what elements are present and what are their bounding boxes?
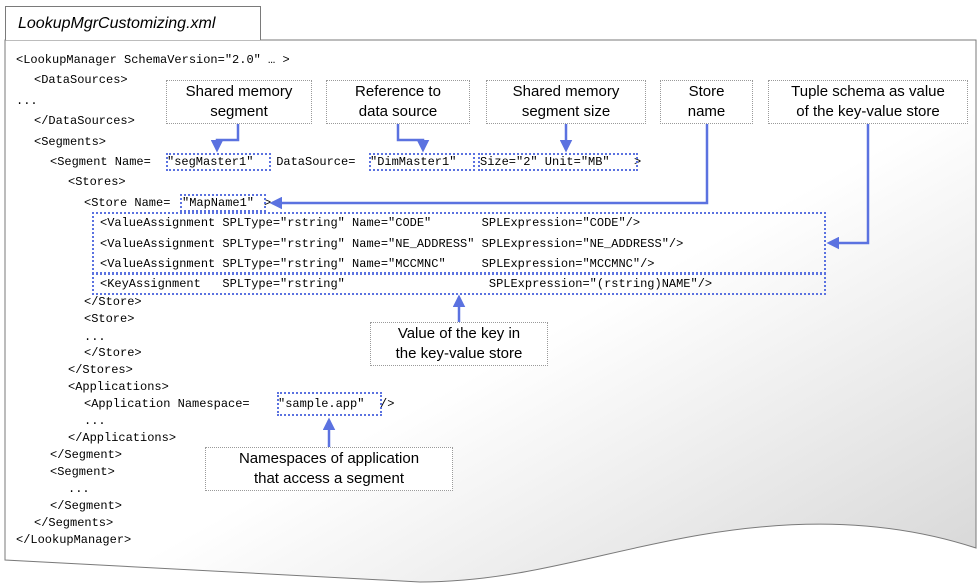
code-line: ... [84,330,106,344]
segment-name-value: "segMaster1" [167,155,254,169]
callout-line: the key-value store [395,345,523,362]
code-line: /> [380,397,395,411]
callout-line: of the key-value store [796,103,940,120]
code-line: </DataSources> [34,114,135,128]
code-line: <Store Name= [84,196,171,210]
callout-line: segment size [521,103,611,120]
file-tab-title: LookupMgrCustomizing.xml [18,15,216,32]
code-line: ... [16,94,38,108]
code-line: </Store> [84,346,142,360]
callout-line: segment [210,103,268,120]
code-line: <Segments> [34,135,107,149]
callout-store-name: Store name [660,80,753,124]
code-line: </Store> [84,295,142,309]
code-line: <DataSources> [34,73,128,87]
callout-line: name [687,103,726,120]
code-line: <Application Namespace= [84,397,250,411]
segment-size-highlight [478,153,638,171]
callout-key-value: Value of the key in the key-value store [370,322,548,366]
callout-namespaces: Namespaces of application that access a s… [205,447,453,491]
document-shape [4,39,977,583]
code-line: ... [68,482,90,496]
callout-line: Store [688,83,725,100]
callout-line: Tuple schema as value [791,83,945,100]
segment-name-highlight [166,153,271,171]
callout-reference-data-source: Reference to data source [326,80,470,124]
callout-tuple-schema: Tuple schema as value of the key-value st… [768,80,968,124]
callout-segment-size: Shared memory segment size [486,80,646,124]
file-tab[interactable]: LookupMgrCustomizing.xml [5,6,261,40]
code-line: > [264,196,272,210]
code-line: </Segments> [34,516,114,530]
code-line: <Applications> [68,380,169,394]
key-assignment-line: <KeyAssignment SPLType="rstring" SPLExpr… [100,277,713,291]
code-line: ... [84,414,106,428]
callout-line: data source [358,103,438,120]
callout-line: Shared memory [512,83,620,100]
callout-line: that access a segment [253,470,405,487]
code-line: </Applications> [68,431,177,445]
value-assignments-highlight [92,212,826,274]
store-name-highlight [180,194,266,212]
code-line: </Segment> [50,499,123,513]
callout-line: Reference to [355,83,441,100]
datasource-highlight [369,153,475,171]
code-line: <Store> [84,312,135,326]
value-assignment-line: <ValueAssignment SPLType="rstring" Name=… [100,237,684,251]
key-assignment-highlight [92,273,826,295]
value-assignment-line: <ValueAssignment SPLType="rstring" Name=… [100,257,655,271]
store-name-value: "MapName1" [182,196,255,210]
code-line: DataSource= [269,155,356,169]
code-line: <Stores> [68,175,126,189]
namespace-highlight [277,392,382,416]
code-line: <Segment> [50,465,115,479]
code-line: </Stores> [68,363,133,377]
namespace-value: "sample.app" [278,397,365,411]
callout-line: Shared memory [185,83,293,100]
callout-line: Value of the key in [397,325,521,342]
code-line: <LookupManager SchemaVersion="2.0" … > [16,53,290,67]
code-line: </LookupManager> [16,533,132,547]
callout-shared-memory-segment: Shared memory segment [166,80,312,124]
code-line: <Segment Name= [50,155,151,169]
code-line: </Segment> [50,448,123,462]
callout-line: Namespaces of application [238,450,420,467]
value-assignment-line: <ValueAssignment SPLType="rstring" Name=… [100,216,641,230]
